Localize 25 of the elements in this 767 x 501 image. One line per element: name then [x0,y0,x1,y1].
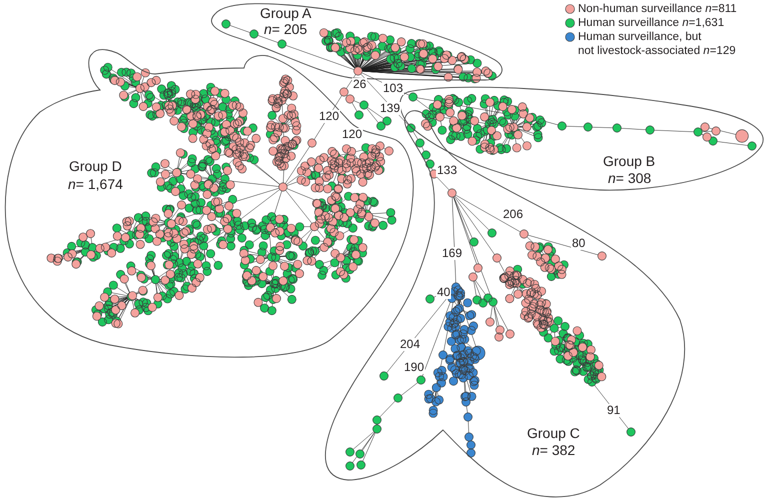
distance-label: 80 [571,237,586,250]
group-name: Group D [69,158,122,174]
distance-label: 133 [436,164,458,177]
distance-label: 120 [318,110,340,123]
distance-label: 103 [382,82,404,95]
sample-size: n= 308 [608,170,652,186]
group-name: Group C [527,425,580,441]
legend-label: Human surveillance n=1,631 [578,16,724,30]
group-outline [210,2,503,81]
legend-label: Non-human surveillance n=811 [578,2,737,16]
distance-label: 139 [379,102,402,115]
distance-label: 169 [441,247,464,260]
sample-size: n= 382 [532,442,576,458]
distance-label: 190 [403,361,426,374]
group-name: Group A [260,5,312,21]
distance-label: 206 [502,208,524,221]
distance-label: 120 [341,128,364,141]
distance-label: 204 [399,338,422,351]
distance-label: 91 [606,404,622,417]
legend-label: Human surveillance, but not livestock-associated n=129 [578,30,737,58]
distance-label: 40 [436,286,452,299]
sample-size: n= 1,674 [68,176,123,192]
sample-size: n= 205 [264,21,308,37]
group-name: Group B [603,153,656,169]
distance-label: 26 [352,78,368,91]
